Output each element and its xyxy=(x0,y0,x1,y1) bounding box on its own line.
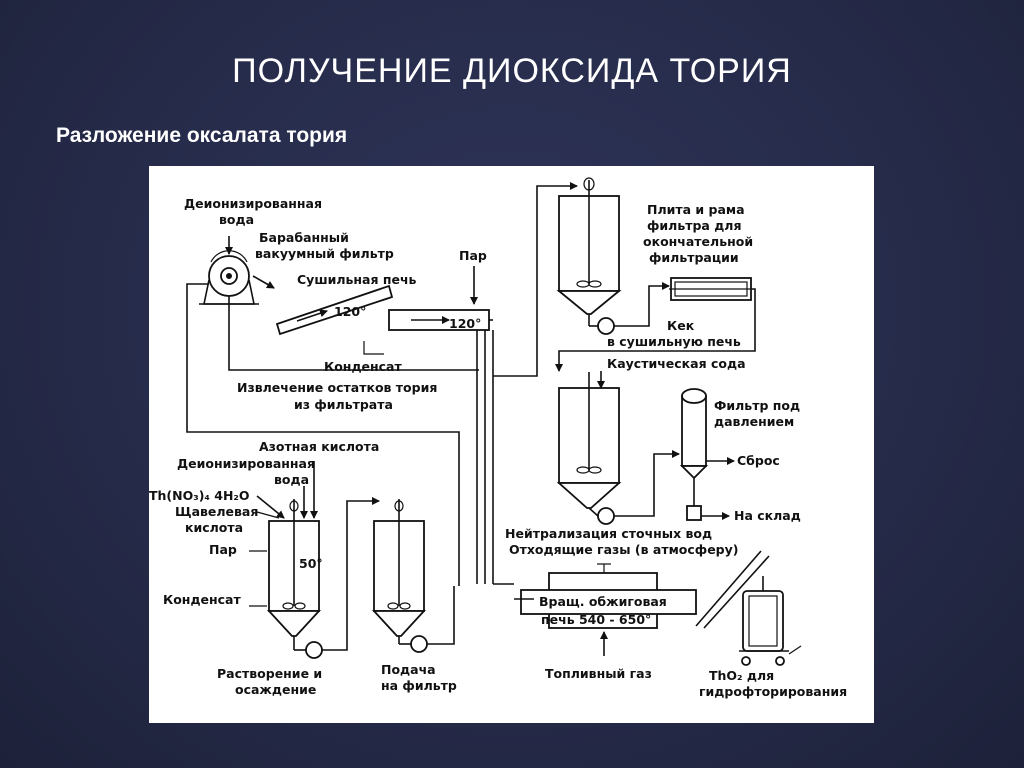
label-caustic-soda: Каустическая сода xyxy=(607,356,746,371)
conveyor xyxy=(695,550,770,629)
label-dryer: Сушильная печь xyxy=(297,272,417,287)
neutralization-tank xyxy=(556,372,622,525)
label-deionized-water-mid: Деионизированная xyxy=(177,456,315,471)
label-temp-2: 120° xyxy=(449,316,481,331)
label-plate-frame-4: фильтрации xyxy=(649,250,739,265)
cake-line xyxy=(555,288,756,372)
top-tank xyxy=(556,177,622,335)
label-kiln-1: Вращ. обжиговая xyxy=(539,594,667,609)
label-temp-tank: 50° xyxy=(299,556,323,571)
label-pressure-filter-1: Фильтр под xyxy=(714,398,800,413)
label-kiln-2: печь 540 - 650° xyxy=(541,612,651,627)
label-cake-2: в сушильную печь xyxy=(607,334,741,349)
pf-feed-line xyxy=(614,282,670,327)
condensate-line xyxy=(363,341,384,355)
label-plate-frame-1: Плита и рама xyxy=(647,202,745,217)
dissolution-tank xyxy=(266,499,323,659)
feed-tank xyxy=(371,499,428,653)
feed-line xyxy=(186,283,460,586)
label-temp-1: 120° xyxy=(334,304,366,319)
transfer-line xyxy=(322,497,380,651)
label-oxalic-2: кислота xyxy=(185,520,243,535)
oxalic-line xyxy=(256,511,280,519)
label-dissolution-1: Растворение и xyxy=(217,666,322,681)
filtrate-line xyxy=(228,296,479,371)
label-steam-top: Пар xyxy=(459,248,487,263)
label-recovery-2: из фильтрата xyxy=(294,397,393,412)
transport-pipes xyxy=(476,330,514,585)
plate-frame-filter xyxy=(669,277,752,301)
label-thorium-nitrate: Th(NO₃)₄ 4H₂O xyxy=(149,488,250,503)
drying-oven xyxy=(275,284,493,336)
label-to-storage: На склад xyxy=(734,508,801,523)
label-recovery-1: Извлечение остатков тория xyxy=(237,380,437,395)
label-condensate-top: Конденсат xyxy=(324,359,402,374)
label-pressure-filter-2: давлением xyxy=(714,414,794,429)
slide-title: ПОЛУЧЕНИЕ ДИОКСИДА ТОРИЯ xyxy=(232,52,792,90)
process-diagram: Деионизированная вода Барабанный вакуумн… xyxy=(149,166,874,723)
label-oxalic-1: Щавелевая xyxy=(175,504,258,519)
rotary-kiln xyxy=(514,563,697,629)
label-neutralization: Нейтрализация сточных вод xyxy=(505,526,712,541)
feed-to-filter-line xyxy=(427,586,455,645)
label-water-top: вода xyxy=(219,212,254,227)
label-discharge: Сброс xyxy=(737,453,780,468)
label-nitric-acid: Азотная кислота xyxy=(259,439,379,454)
nitrate-arrow xyxy=(256,495,285,519)
to-pressure-filter-line xyxy=(614,450,680,517)
label-water-mid: вода xyxy=(274,472,309,487)
label-feed-1: Подача xyxy=(381,662,436,677)
label-plate-frame-2: фильтра для xyxy=(647,218,741,233)
pressure-filter xyxy=(679,388,709,521)
label-plate-frame-3: окончательной xyxy=(643,234,753,249)
label-steam-left: Пар xyxy=(209,542,237,557)
product-container xyxy=(739,576,802,666)
label-condensate-left: Конденсат xyxy=(163,592,241,607)
label-tho2-2: гидрофторирования xyxy=(699,684,847,699)
label-fuel-gas: Топливный газ xyxy=(545,666,652,681)
label-deionized-water-top: Деионизированная xyxy=(184,196,322,211)
label-offgas: Отходящие газы (в атмосферу) xyxy=(509,542,739,557)
label-tho2-1: ThO₂ для xyxy=(709,668,774,683)
top-feed-line xyxy=(493,182,578,377)
cake-arrow xyxy=(252,275,275,289)
label-dissolution-2: осаждение xyxy=(235,682,316,697)
label-drum-filter-2: вакуумный фильтр xyxy=(255,246,394,261)
label-feed-2: на фильтр xyxy=(381,678,457,693)
label-cake-1: Кек xyxy=(667,318,695,333)
slide-subtitle: Разложение оксалата тория xyxy=(56,124,348,147)
label-drum-filter: Барабанный xyxy=(259,230,349,245)
